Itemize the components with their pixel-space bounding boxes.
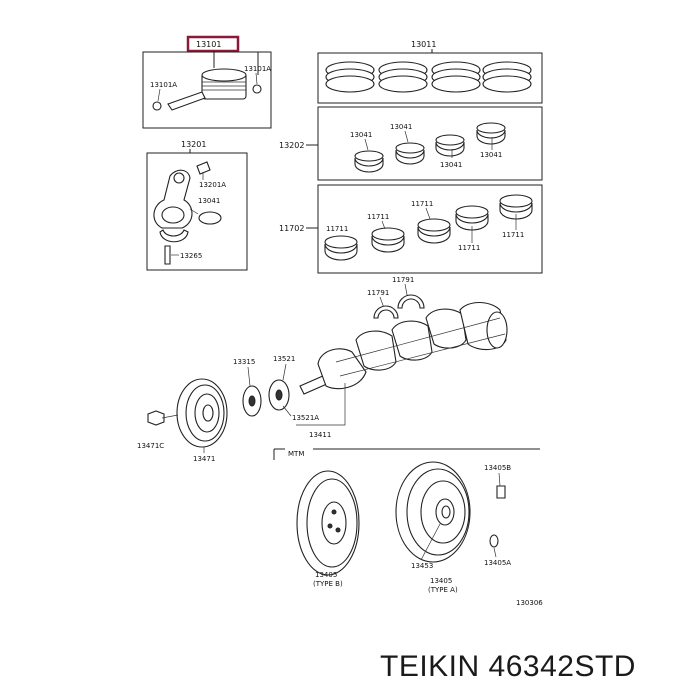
timing-gear-label: 13521 xyxy=(273,355,295,363)
piston-pin-label: 13101A xyxy=(150,81,177,89)
conrod-bearing-shells xyxy=(354,122,506,173)
timing-gear-sub-label: 13521A xyxy=(292,414,319,422)
pulley-group: 13471C 13471 13315 13521 13521A 13411 xyxy=(137,355,346,463)
piston-highlight-box[interactable] xyxy=(186,35,240,53)
conrod-assy-label: 13201 xyxy=(181,140,206,149)
conrod-bearing-label-5: 13041 xyxy=(198,197,220,205)
pulley-bolt-label: 13471C xyxy=(137,442,164,450)
transmission-label: MTM xyxy=(288,450,304,458)
thrust-washer-left-icon xyxy=(373,305,399,319)
conrod-bearing-label-2: 13041 xyxy=(390,123,412,131)
crankshaft-label: 13411 xyxy=(309,431,331,439)
ring-set-label: 13011 xyxy=(411,40,436,49)
conrod-bushing-label: 13201A xyxy=(199,181,226,189)
thrust-washer-label-top: 11791 xyxy=(392,276,414,284)
conrod-bearing-label-1: 13041 xyxy=(350,131,372,139)
crankshaft-key-label: 13315 xyxy=(233,358,255,366)
flywheel-pin-label: 13405A xyxy=(484,559,511,567)
diagram-code: 130306 xyxy=(516,599,543,607)
piston-pin-icon xyxy=(167,91,206,111)
conrod-bearing-label-4: 13041 xyxy=(480,151,502,159)
flywheel-a-label: 13405 xyxy=(430,577,452,585)
flywheel-bolt-icon xyxy=(496,485,506,499)
flywheel-a-type-label: (TYPE A) xyxy=(428,586,458,594)
snap-ring-label: 13101A xyxy=(244,65,271,73)
flywheel-b-type-label: (TYPE B) xyxy=(313,580,343,588)
snap-ring-left-icon xyxy=(152,101,162,111)
main-bearing-label-1: 11711 xyxy=(326,225,348,233)
conrod-bearing-group-label: 13202 xyxy=(279,141,304,150)
flywheel-b-label: 13405 xyxy=(315,571,337,579)
conrod-bolt-icon xyxy=(164,245,171,265)
main-bearing-shells xyxy=(324,194,533,261)
pulley-bolt-icon xyxy=(147,410,165,426)
main-bearing-group: 11702 11711 11711 11711 11711 11711 xyxy=(279,184,543,274)
flywheel-bolt-label: 13405B xyxy=(484,464,511,472)
main-bearing-label-5: 11711 xyxy=(502,231,524,239)
part-number-caption: TEIKIN 46342STD xyxy=(380,650,636,683)
piston-group: 13101 13101A 13101A xyxy=(142,35,272,129)
flywheel-pin-icon xyxy=(489,534,499,548)
main-bearing-label-3: 11711 xyxy=(411,200,433,208)
conrod-cap-icon xyxy=(159,229,189,243)
pulley-label: 13471 xyxy=(193,455,215,463)
conrod-bushing-icon xyxy=(196,161,211,175)
flywheel-group: MTM 13405 (TYPE B) 13453 13405 (TYPE A) … xyxy=(273,448,543,607)
piston-ring-icons xyxy=(325,61,532,93)
piston-set-label: 13101 xyxy=(196,40,221,49)
conrod-bearing-label-3: 13041 xyxy=(440,161,462,169)
main-bearing-group-label: 11702 xyxy=(279,224,304,233)
conrod-group: 13201 13201A 13041 13265 xyxy=(146,140,248,271)
conrod-bearing-group: 13202 13041 13041 13041 13041 xyxy=(279,106,543,181)
conrod-bearing-shell-icon xyxy=(198,211,222,225)
conrod-bolt-label: 13265 xyxy=(180,252,202,260)
snap-ring-right-icon xyxy=(252,84,262,94)
pilot-bearing-label: 13453 xyxy=(411,562,433,570)
thrust-washer-label: 11791 xyxy=(367,289,389,297)
ring-set-group: 13011 xyxy=(317,40,543,104)
crankshaft-icon xyxy=(299,301,508,395)
main-bearing-label-2: 11711 xyxy=(367,213,389,221)
thrust-washer-group: 11791 11791 xyxy=(367,276,425,319)
thrust-washer-right-icon xyxy=(397,294,425,309)
main-bearing-label-4: 11711 xyxy=(458,244,480,252)
